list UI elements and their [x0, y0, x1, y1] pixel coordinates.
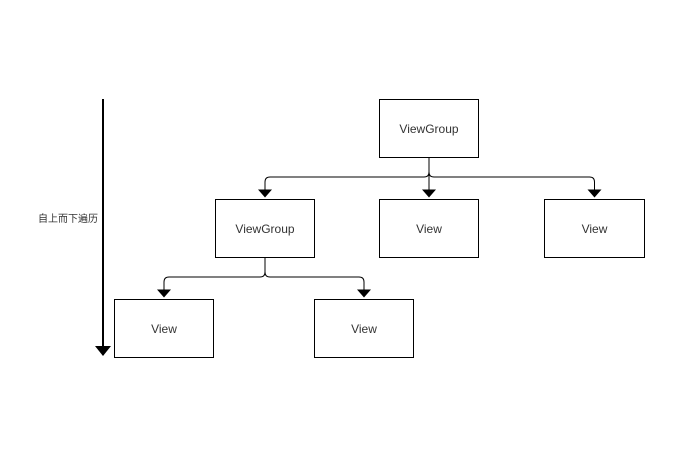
node-view-bottom-right: View — [314, 299, 414, 358]
node-label: View — [351, 321, 377, 336]
node-viewgroup-root: ViewGroup — [379, 99, 479, 158]
node-label: View — [151, 321, 177, 336]
node-label: ViewGroup — [235, 221, 295, 236]
edge-root-to-viewgroup-child — [258, 158, 430, 198]
node-label: View — [581, 221, 608, 236]
node-label: ViewGroup — [399, 121, 459, 136]
node-view-middle: View — [379, 199, 479, 258]
edge-root-to-view-right — [428, 158, 602, 198]
node-view-right: View — [544, 199, 645, 258]
edge-viewgroup-child-to-view-bottom-right — [264, 258, 371, 298]
edge-viewgroup-child-to-view-bottom-left — [157, 258, 266, 298]
node-viewgroup-child: ViewGroup — [215, 199, 315, 258]
node-view-bottom-left: View — [114, 299, 214, 358]
traversal-label: 自上而下遍历 — [38, 214, 98, 225]
node-label: View — [416, 221, 442, 236]
